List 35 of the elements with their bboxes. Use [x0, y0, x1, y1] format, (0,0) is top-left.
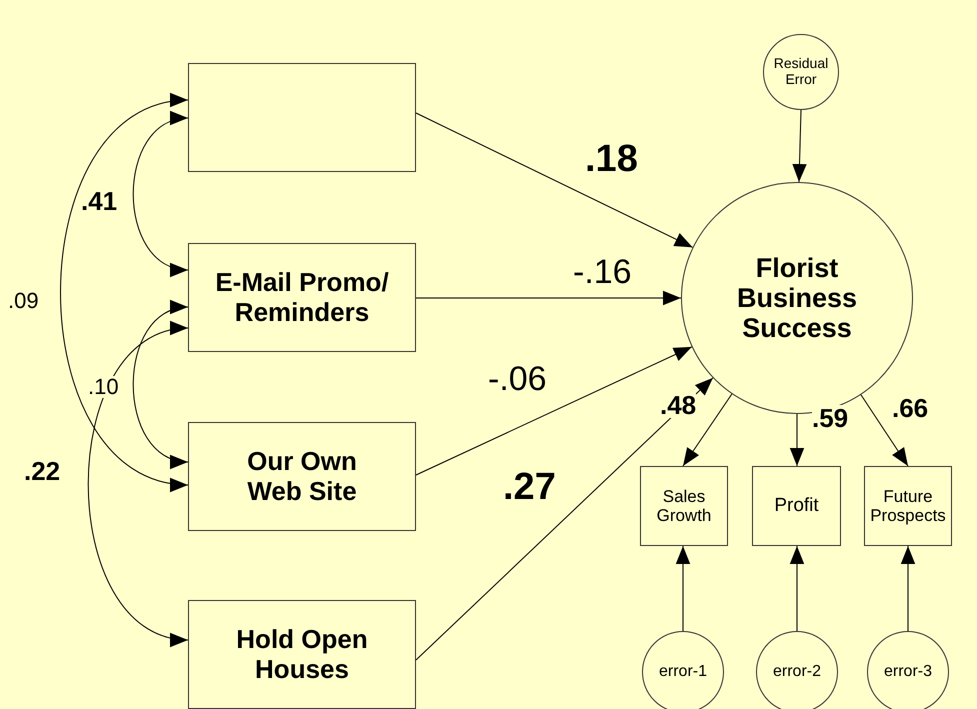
path-arrow	[676, 546, 690, 632]
covariance-arrow	[132, 114, 188, 274]
variable-name: E-Mail Promo/ Reminders	[214, 268, 390, 327]
variable-box	[188, 63, 416, 172]
path-arrow	[682, 393, 732, 466]
indicator-box	[640, 466, 728, 546]
edge-label: .48	[660, 392, 696, 418]
variable-box	[188, 600, 416, 709]
indicator-box	[752, 466, 841, 546]
variable-name: Profit	[774, 495, 819, 517]
path-arrow	[860, 394, 908, 466]
path-arrow	[416, 377, 714, 660]
variable-name: error-1	[658, 663, 707, 681]
path-arrow	[792, 110, 807, 182]
indicator-box	[864, 466, 952, 546]
error-circle	[867, 631, 949, 709]
path-arrow	[416, 112, 694, 248]
variable-name: Future Prospects	[869, 486, 947, 526]
variable-name: Florist Business Success	[736, 252, 858, 344]
variable-name: Our Own Web Site	[246, 447, 358, 506]
path-arrow	[790, 414, 804, 466]
variable-name: error-2	[772, 663, 821, 681]
error-circle	[756, 631, 838, 709]
variable-name: Hold Open Houses	[235, 625, 369, 684]
variable-name: Sales Growth	[656, 486, 712, 526]
variable-box	[188, 243, 416, 352]
path-arrow	[416, 346, 692, 476]
error-circle	[642, 631, 724, 709]
error-circle	[763, 34, 839, 110]
variable-name: Residual Error	[772, 56, 830, 88]
variable-name: error-3	[884, 663, 932, 681]
path-arrow	[416, 290, 682, 306]
variable-box	[188, 422, 416, 531]
path-arrow	[790, 546, 804, 632]
path-arrow	[900, 546, 916, 632]
